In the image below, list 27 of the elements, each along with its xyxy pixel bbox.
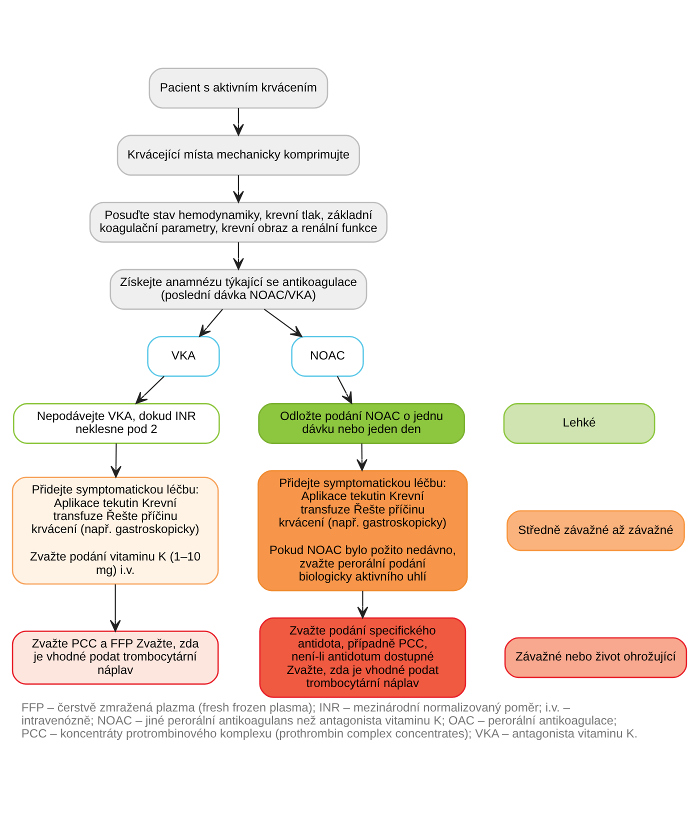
node-box: Zvažte podání specifického antidota, případně PCC, není-li antidotum dostupné Zvažte, zda je vhodné podat trombocytární náplav xyxy=(259,616,466,698)
arrow xyxy=(232,174,244,202)
arrow xyxy=(232,242,244,270)
node-box: Krvácející místa mechanicky komprimujte xyxy=(116,134,360,176)
node-box: Lehké xyxy=(503,402,656,444)
arrow xyxy=(357,590,368,618)
arrow xyxy=(110,584,121,632)
node-box: Pacient s aktivním krvácením xyxy=(148,67,328,108)
arrow xyxy=(356,442,368,471)
node-box: Odložte podání NOAC o jednu dávku nebo jeden den xyxy=(258,402,466,444)
arrow xyxy=(110,442,122,478)
node-box: Získejte anamnézu týkající se antikoagulace (poslední dávka NOAC/VKA) xyxy=(110,268,368,310)
node-box: Středně závažné až závažné xyxy=(506,510,685,551)
node-box: NOAC xyxy=(291,335,364,376)
node-box: Nepodávejte VKA, dokud INR neklesne pod 2 xyxy=(12,402,220,444)
arrow xyxy=(232,108,244,136)
node-box: Posuďte stav hemodynamiky, krevní tlak, základní koagulační parametry, krevní obraz a renální funkce xyxy=(89,201,388,242)
node-box: Přidejte symptomatickou léčbu: Aplikace tekutin Krevní transfuze Řešte příčinu krvácení (např. gastroskopicky) Pokud NOAC bylo požito nedávno, zvažte perorální podání biologicky aktivního uhlí xyxy=(258,470,468,591)
node-box: Zvažte PCC a FFP Zvažte, zda je vhodné podat trombocytární náplav xyxy=(12,630,219,684)
node-box: Přidejte symptomatickou léčbu: Aplikace tekutin Krevní transfuze Řešte příčinu krvácení (např. gastroskopicky) Zvažte podání vitaminu K (1–10 mg) i.v. xyxy=(12,476,219,584)
arrow xyxy=(264,308,302,337)
arrow xyxy=(135,375,164,404)
caption: FFP – čerstvě zmražená plazma (fresh frozen plasma); INR – mezinárodní normalizovaný poměr; i.v. – intravenózně; NOAC – jiné perorální antikoagulans než antagonista vitaminu K; OAC – perorální antikoagulace; PCC – koncentráty protrombinového komplexu (prothrombin complex concentrates); VKA – antagonista vitaminu K. xyxy=(21,700,638,740)
node-box: Závažné nebo život ohrožující xyxy=(504,636,688,678)
arrow xyxy=(199,308,223,336)
node-box: VKA xyxy=(147,335,220,376)
arrow xyxy=(336,376,352,404)
